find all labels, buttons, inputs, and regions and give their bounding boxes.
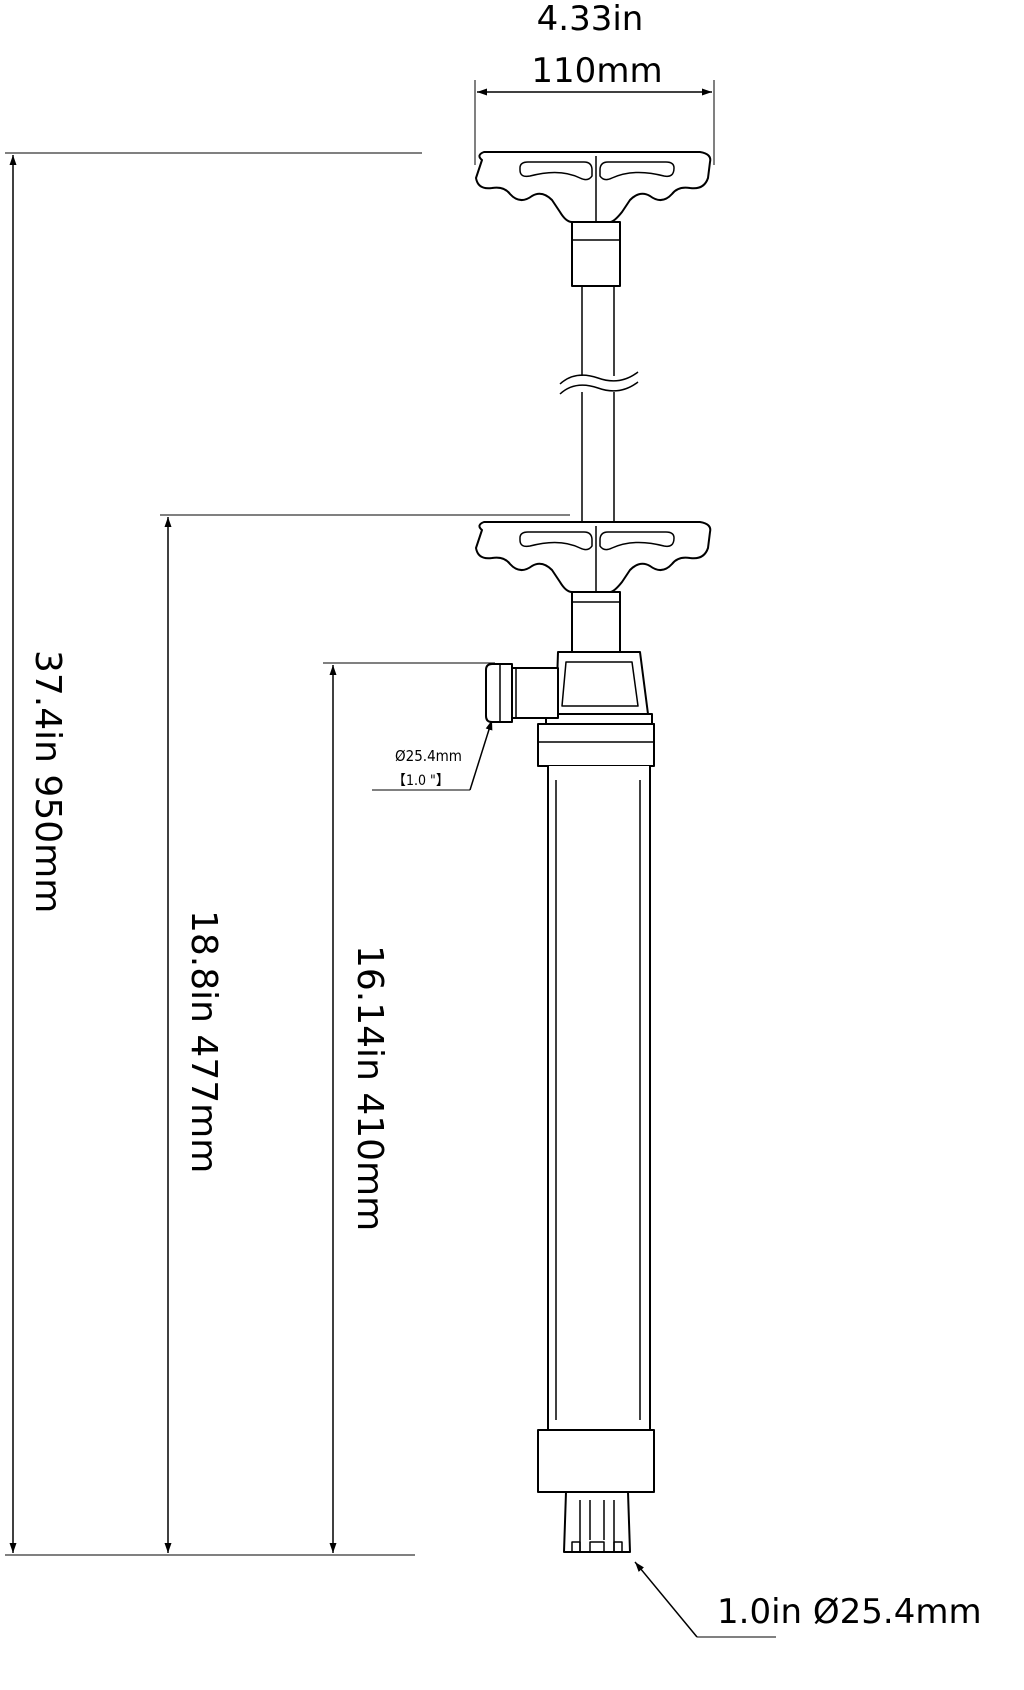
lower-t-handle [475, 521, 712, 593]
upper-band [537, 723, 655, 767]
bottom-band [537, 1429, 655, 1493]
overall-length-label: 37.4in 950mm [27, 650, 68, 913]
body-length-label: 18.8in 477mm [183, 910, 224, 1173]
pump-illustration [475, 151, 712, 1553]
inlet-diameter-label: 1.0in Ø25.4mm [717, 1592, 982, 1632]
outlet-height-label: 16.14in 410mm [349, 945, 390, 1231]
handle-width-dimension: 4.33in 110mm [474, 0, 715, 165]
outlet-diameter-callout: Ø25.4mm 【1.0 "】 [372, 719, 493, 791]
overall-length-dimension: 37.4in 950mm [5, 152, 422, 1556]
handle-width-mm-label: 110mm [531, 51, 662, 91]
outlet-spout [485, 663, 559, 723]
pump-cylinder [547, 766, 651, 1431]
inlet-diameter-callout: 1.0in Ø25.4mm [634, 1561, 982, 1638]
top-t-handle [475, 151, 712, 223]
lower-collar [571, 591, 621, 653]
outlet-diameter-in-label: 【1.0 "】 [392, 773, 450, 789]
outlet-height-dimension: 16.14in 410mm [323, 662, 495, 1553]
body-length-dimension: 18.8in 477mm [160, 514, 570, 1553]
handle-collar [571, 221, 621, 287]
outlet-diameter-mm-label: Ø25.4mm [395, 747, 462, 765]
inlet-foot [563, 1491, 631, 1553]
handle-width-in-label: 4.33in [537, 0, 644, 39]
shaft-break-symbol [559, 371, 639, 385]
